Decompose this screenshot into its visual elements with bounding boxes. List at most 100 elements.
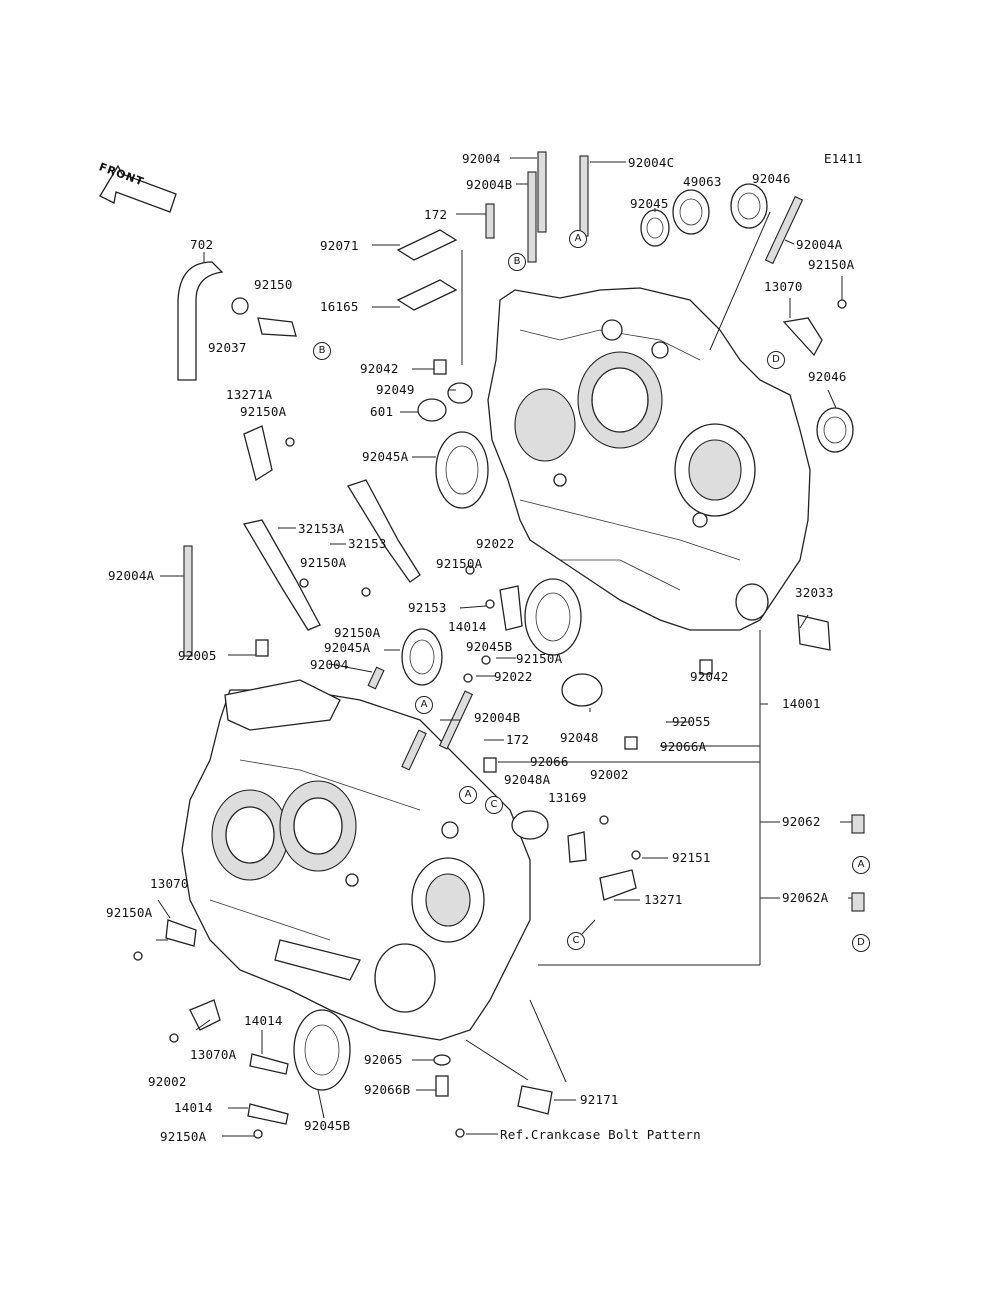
- front-arrow-icon: [99, 164, 177, 213]
- dowel-92042-icon: [699, 659, 713, 675]
- part-label: 92045A: [324, 640, 371, 655]
- part-label: 92150: [254, 277, 293, 292]
- washer-92065-icon: [433, 1054, 451, 1066]
- leader-lines: [156, 157, 852, 1137]
- part-label: 92171: [580, 1092, 619, 1107]
- part-label: 92004: [310, 657, 349, 672]
- part-label: 601: [370, 404, 394, 419]
- hose-702-icon: [177, 261, 224, 381]
- part-label: 92046: [752, 171, 791, 186]
- stud-172-mid-icon: [401, 729, 427, 771]
- part-label: 92004: [462, 151, 501, 166]
- bearing-icon: [293, 183, 854, 1091]
- part-label: 92153: [408, 600, 447, 615]
- part-label: 32153: [348, 536, 387, 551]
- part-label: 702: [190, 237, 214, 252]
- stud-92004-icon: [537, 151, 547, 233]
- callout-b: B: [508, 253, 526, 271]
- plate-14014-bottom-icon: [247, 1103, 289, 1125]
- part-label: 14014: [244, 1013, 283, 1028]
- callout-a: A: [459, 786, 477, 804]
- bracket-13070-right-icon: [782, 317, 823, 357]
- part-label: 13169: [548, 790, 587, 805]
- part-label: 92045A: [362, 449, 409, 464]
- part-label: 92046: [808, 369, 847, 384]
- part-label: 92045B: [304, 1118, 351, 1133]
- guide-92171-icon: [517, 1085, 553, 1115]
- part-label: 92150A: [436, 556, 483, 571]
- part-label: 92005: [178, 648, 217, 663]
- part-label: 92150A: [240, 404, 287, 419]
- plug-92005-icon: [255, 639, 269, 657]
- part-label: 14001: [782, 696, 821, 711]
- filter-16165-icon: [396, 279, 458, 311]
- bracket-13169-icon: [567, 831, 587, 863]
- stud-92004b-icon: [527, 171, 537, 263]
- part-label: 92042: [360, 361, 399, 376]
- gasket-92071-icon: [396, 229, 458, 261]
- plate-14014-mid-icon: [499, 585, 523, 631]
- part-label: 14014: [448, 619, 487, 634]
- bracket-13070-left-icon: [165, 919, 197, 947]
- stud-172-icon: [485, 203, 495, 239]
- part-label: 92066: [530, 754, 569, 769]
- cover-13271-icon: [599, 869, 637, 901]
- part-label: 13070A: [190, 1047, 237, 1062]
- plug-92062a-icon: [851, 892, 865, 912]
- part-label: 32153A: [298, 521, 345, 536]
- callout-c: C: [485, 796, 503, 814]
- part-label: 92048A: [504, 772, 551, 787]
- part-label: 92042: [690, 669, 729, 684]
- callout-a: A: [569, 230, 587, 248]
- part-label: 92004C: [628, 155, 675, 170]
- stud-92004-mid-icon: [367, 666, 385, 690]
- stud-92004a-left-icon: [183, 545, 193, 657]
- part-label: 92062A: [782, 890, 829, 905]
- callout-a: A: [852, 856, 870, 874]
- part-label: 13271A: [226, 387, 273, 402]
- part-label: 16165: [320, 299, 359, 314]
- callout-b: B: [313, 342, 331, 360]
- part-label: 92071: [320, 238, 359, 253]
- callout-d: D: [852, 934, 870, 952]
- part-label: 92037: [208, 340, 247, 355]
- clamp-92037-icon: [231, 297, 249, 315]
- dowel-92042-top-icon: [433, 359, 447, 375]
- part-label: 92004B: [466, 177, 513, 192]
- callout-a: A: [415, 696, 433, 714]
- bolt-icon: [133, 299, 847, 1139]
- part-label: 92022: [494, 669, 533, 684]
- plug-92062-icon: [851, 814, 865, 834]
- callout-d: D: [767, 351, 785, 369]
- pipe-32153a-icon: [242, 519, 321, 631]
- part-label: 92048: [560, 730, 599, 745]
- part-label: 13271: [644, 892, 683, 907]
- part-label: 92150A: [808, 257, 855, 272]
- part-label: 13070: [150, 876, 189, 891]
- right-crankcase-half: [487, 287, 811, 631]
- part-label: 92066B: [364, 1082, 411, 1097]
- stud-92004a-right-icon: [764, 195, 804, 265]
- part-label: 172: [424, 207, 448, 222]
- plug-92066-icon: [483, 757, 497, 773]
- part-label: 92151: [672, 850, 711, 865]
- part-label: 92004A: [796, 237, 843, 252]
- part-label: 92049: [376, 382, 415, 397]
- part-label: 92004B: [474, 710, 521, 725]
- part-label: 92004A: [108, 568, 155, 583]
- part-label: 32033: [795, 585, 834, 600]
- part-label: 92150A: [160, 1129, 207, 1144]
- plug-92066b-icon: [435, 1075, 449, 1097]
- part-label: 92150A: [300, 555, 347, 570]
- part-label: 92150A: [334, 625, 381, 640]
- part-label: 14014: [174, 1100, 213, 1115]
- cover-13070a-icon: [189, 999, 221, 1031]
- part-label: 92045B: [466, 639, 513, 654]
- part-label: 92055: [672, 714, 711, 729]
- part-label: 92066A: [660, 739, 707, 754]
- pipe-32153-icon: [347, 479, 421, 583]
- stud-92004c-icon: [579, 155, 589, 237]
- part-label: 13070: [764, 279, 803, 294]
